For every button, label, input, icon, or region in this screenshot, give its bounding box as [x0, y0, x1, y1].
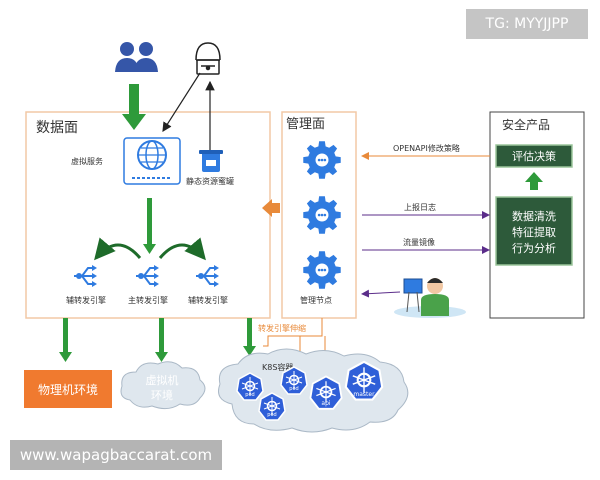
openapi-label: OPENAPI修改策略	[393, 143, 460, 153]
gear-icon	[303, 141, 341, 179]
evaluate-box	[495, 144, 573, 168]
virtual-env-cloud	[120, 361, 206, 410]
service-to-engine-arrow	[143, 198, 156, 254]
report-log-label: 上报日志	[404, 202, 436, 212]
hacker-to-service-arrow	[162, 72, 201, 133]
analysis-line-2: 特征提取	[512, 225, 556, 239]
k8s-label: K8S容器	[262, 362, 293, 372]
traffic-mirror-label: 流量镜像	[403, 237, 435, 247]
management-plane-title: 管理面	[286, 117, 325, 132]
users-icon	[115, 42, 158, 72]
management-node-label: 管理节点	[300, 295, 332, 305]
aux-engine-right-label: 辅转发引擎	[188, 295, 228, 305]
security-product-title: 安全产品	[502, 117, 550, 132]
tg-watermark: TG: MYYJJPP	[466, 9, 588, 39]
master-label: master	[353, 391, 375, 398]
static-bucket-label: 静态资源蜜罐	[186, 176, 234, 186]
pod-label: pod	[245, 392, 254, 398]
hacker-icon	[195, 42, 221, 75]
evaluate-label: 评估决策	[512, 149, 556, 163]
virtual-env-line-2: 环境	[151, 388, 173, 402]
gear-icon	[303, 196, 341, 234]
analysis-box	[495, 196, 573, 266]
k8s-env-arrow	[243, 318, 256, 356]
analysis-line-3: 行为分析	[512, 241, 556, 255]
gear-icon	[303, 251, 341, 289]
up-arrow-icon	[525, 172, 543, 190]
pod-label: pod	[289, 386, 298, 392]
api-label: api	[321, 400, 330, 407]
engine-left-curve-arrow	[94, 237, 142, 261]
users-to-service-arrow	[122, 84, 146, 130]
physical-env-box	[24, 370, 112, 408]
virtual-env-line-1: 虚拟机	[146, 373, 179, 387]
bucket-icon	[199, 150, 223, 172]
data-plane-title: 数据面	[36, 120, 78, 136]
virtual-service-label: 虚拟服务	[71, 156, 103, 166]
globe-server-icon	[123, 137, 181, 185]
site-watermark: www.wapagbaccarat.com	[10, 440, 222, 470]
physical-env-arrow	[59, 318, 72, 362]
engineer-arrow	[361, 289, 401, 298]
physical-env-label: 物理机环境	[38, 382, 98, 397]
engine-scale-label: 转发引擎伸缩	[258, 323, 306, 333]
pod-label: pod	[267, 412, 276, 418]
virtual-env-arrow	[155, 318, 168, 362]
engine-right-curve-arrow	[158, 237, 206, 261]
main-engine-label: 主转发引擎	[128, 295, 168, 305]
management-to-data-arrow	[262, 199, 280, 217]
analysis-line-1: 数据清洗	[512, 209, 556, 223]
aux-engine-left-label: 辅转发引擎	[66, 295, 106, 305]
engineer-icon	[394, 278, 466, 318]
